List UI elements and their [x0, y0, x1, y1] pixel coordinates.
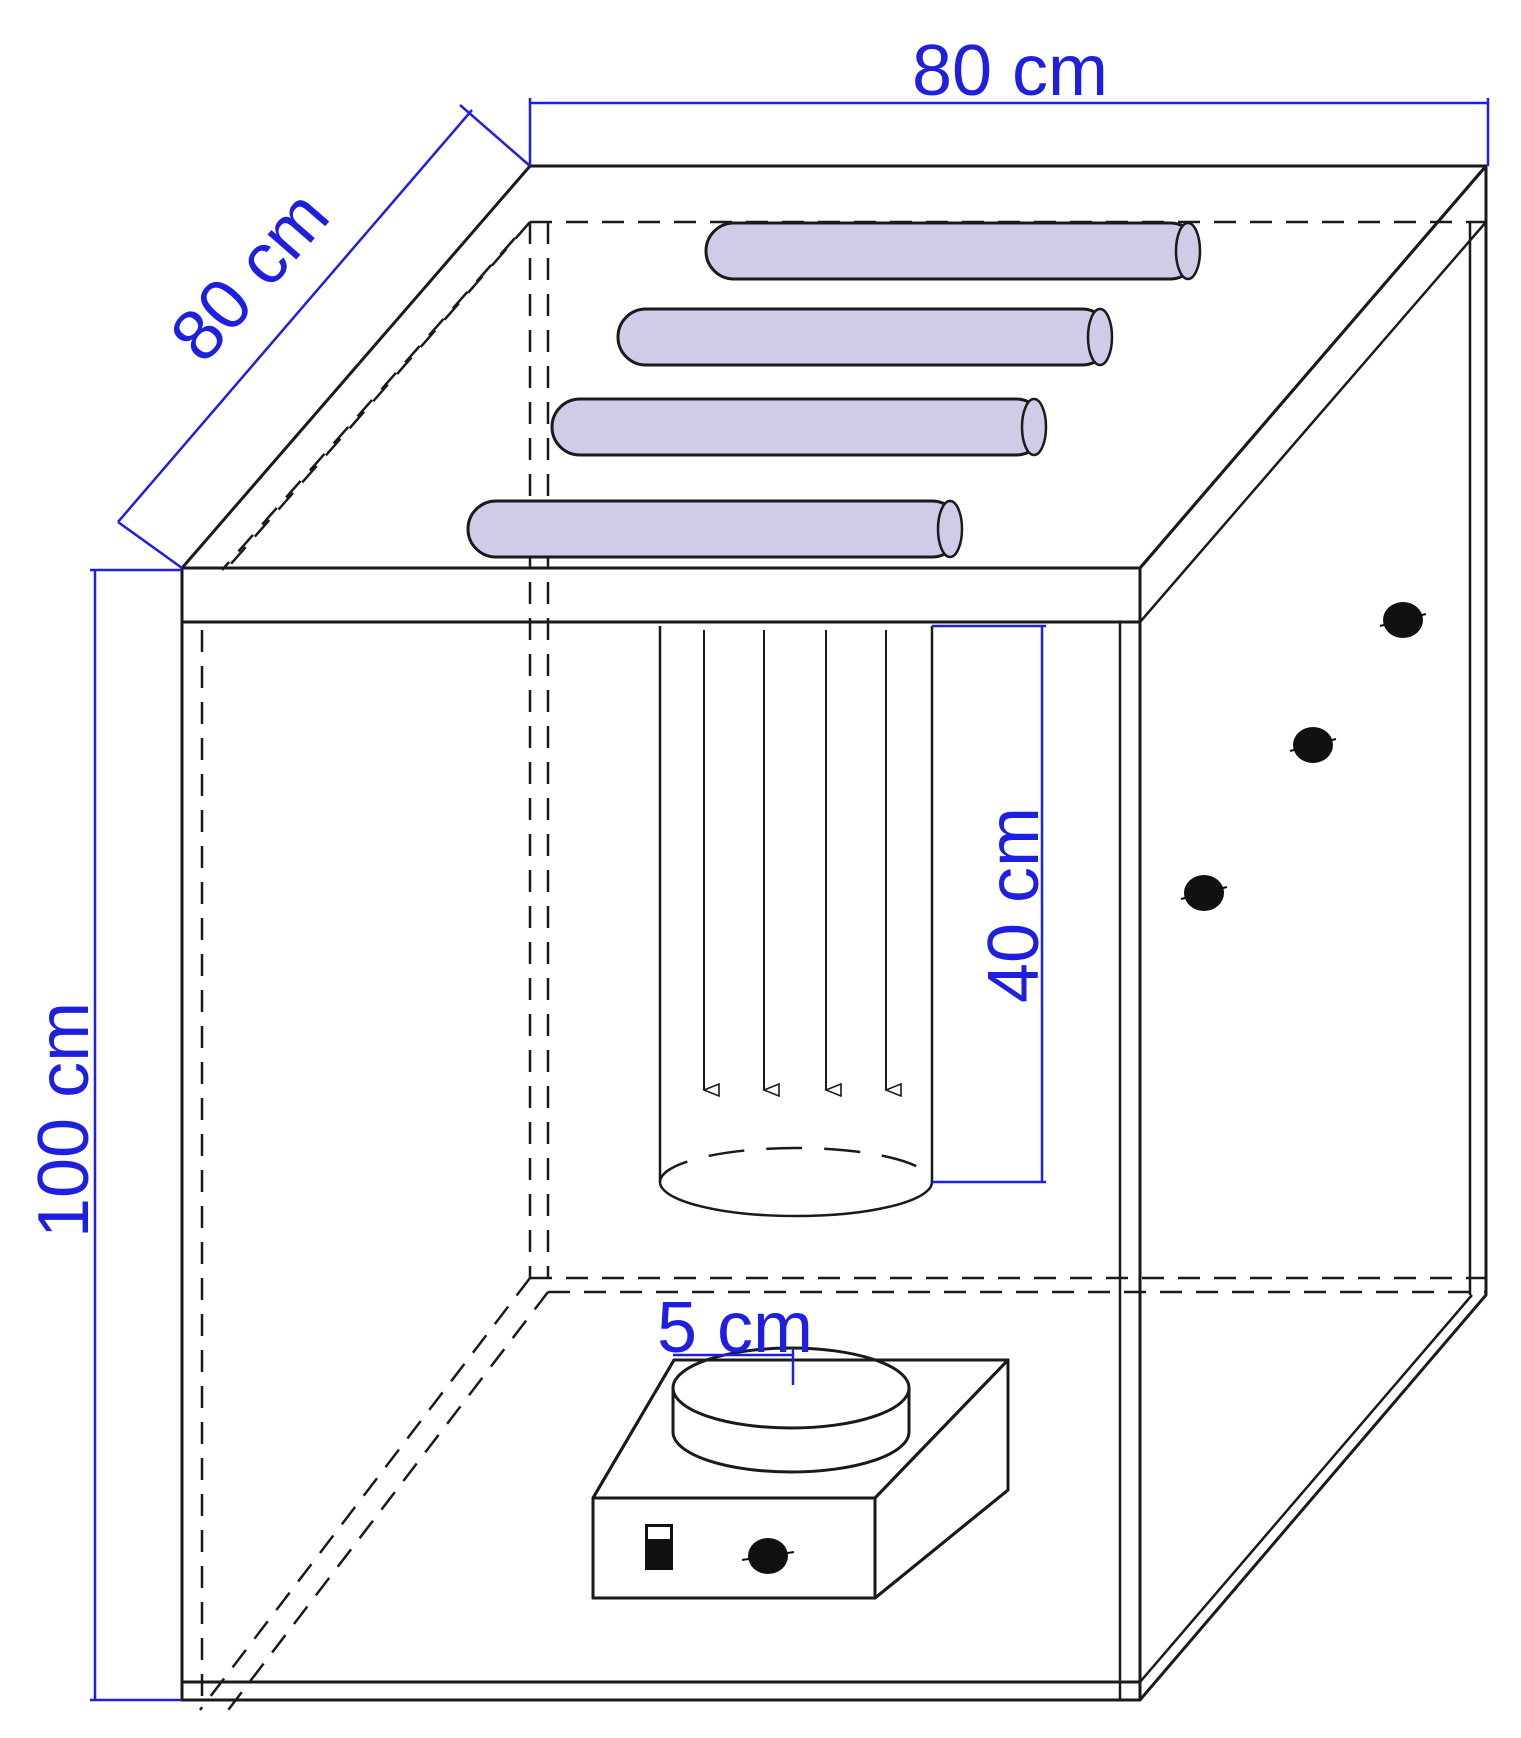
dim-label-depth: 80 cm [155, 176, 344, 376]
lamp-tube-1 [704, 221, 1200, 281]
control-knob-icon [1379, 602, 1427, 638]
uv-lamp-tube-icon [616, 307, 1114, 367]
column-bottom-back-arc [658, 1146, 934, 1183]
dim-label-lamp-distance: 40 cm [974, 807, 1054, 1003]
lamp-tube-3-end [1020, 397, 1048, 457]
power-switch-toggle [646, 1525, 672, 1541]
lamp-tube-3 [550, 397, 1046, 457]
column-bottom-front-arc [658, 1181, 934, 1218]
uv-lamp-tube-icon [466, 499, 964, 559]
magnetic-stirrer [591, 1346, 1010, 1600]
lamp-tube-1-end [1174, 221, 1202, 281]
lamp-tube-2-end [1086, 307, 1114, 367]
control-knob-icon [1180, 875, 1228, 911]
dim-label-top-width: 80 cm [912, 31, 1108, 111]
lamp-tube-4-end [936, 499, 964, 559]
hidden-floor-diagonal-inner [221, 1291, 549, 1719]
stirrer-front-face [591, 1496, 877, 1600]
dim-tick-depth-bottom [117, 520, 183, 570]
dim-label-height: 100 cm [24, 1002, 104, 1238]
chamber-right-face [1138, 164, 1488, 1701]
right-face-top-rim [1139, 221, 1487, 623]
petri-dish-top [671, 1346, 911, 1430]
side-knob-3-tick [1180, 886, 1228, 900]
dim-line-depth [117, 109, 473, 523]
uv-lamp-array [466, 221, 1202, 559]
side-knob-2-tick [1289, 738, 1337, 752]
hidden-edges [199, 220, 1486, 1719]
dimension-annotations: 80 cm 80 cm 100 cm 40 cm 5 cm [24, 31, 1490, 1702]
hidden-floor-diagonal [199, 1277, 531, 1711]
control-knob-icon [1289, 727, 1337, 763]
dim-label-dish-radius: 5 cm [657, 1288, 813, 1368]
petri-dish [671, 1346, 911, 1474]
lamp-tube-4 [466, 499, 962, 559]
petri-dish-wall [671, 1388, 911, 1474]
irradiation-column [658, 626, 934, 1218]
control-knob-icon [741, 1538, 795, 1574]
stirrer-knob-tick [741, 1551, 795, 1561]
lamp-tube-2 [616, 307, 1112, 367]
side-knob-1-tick [1379, 613, 1427, 627]
power-switch-icon [645, 1524, 673, 1570]
uv-lamp-tube-icon [704, 221, 1202, 281]
dim-tick-depth-top [459, 104, 531, 167]
chamber-box [180, 164, 1488, 1702]
side-knobs [1180, 602, 1427, 911]
stirrer-side-face [873, 1358, 1010, 1600]
right-face-bottom-rim [1139, 1294, 1473, 1683]
chamber-front-face [180, 566, 1142, 1702]
uv-lamp-tube-icon [550, 397, 1048, 457]
hidden-top-left-diagonal-inner [221, 237, 516, 571]
